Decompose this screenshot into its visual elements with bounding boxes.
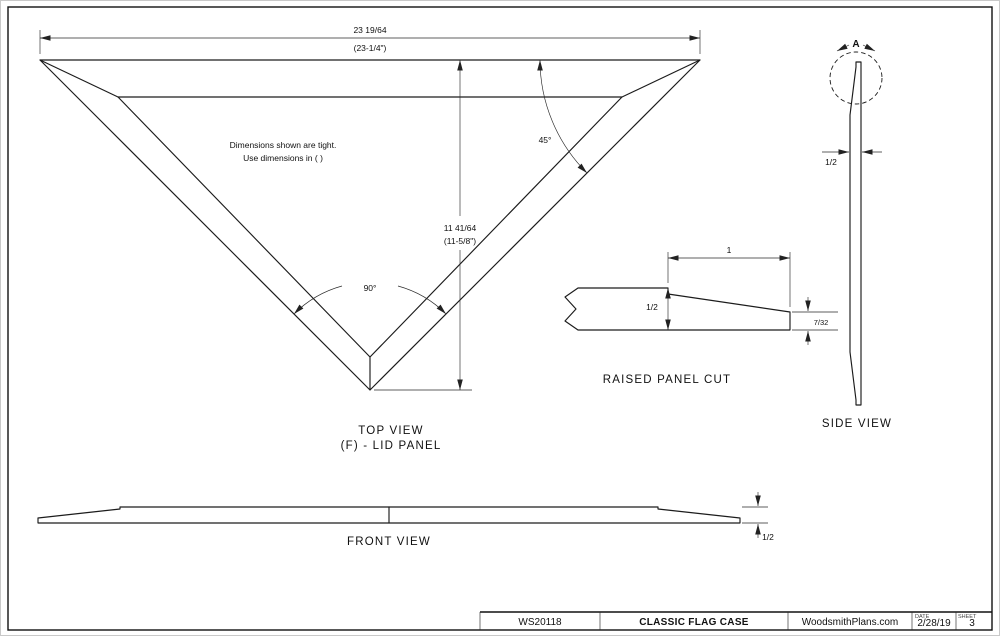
front-profile (37, 506, 741, 524)
doc-number: WS20118 (518, 617, 562, 628)
height-dimension: 11 41/64 (444, 223, 477, 233)
front-view-label: FRONT VIEW (347, 536, 431, 548)
note-line2: Use dimensions in ( ) (243, 153, 323, 163)
top-view-sublabel: (F) - LID PANEL (341, 440, 442, 452)
front-thickness-dimension: 1/2 (762, 532, 774, 542)
angle-45-arc (537, 59, 588, 174)
width-dimension-alt: (23-1/4") (354, 43, 387, 53)
top-view: 23 19/64 (23-1/4") 11 41/64 (11-5/8") 45… (39, 25, 701, 452)
side-profile (849, 61, 862, 406)
detail-a-arrow-right (862, 43, 876, 52)
raised-panel-cut-label: RAISED PANEL CUT (603, 374, 731, 386)
date-label: DATE (915, 614, 930, 620)
angle-45-label: 45° (539, 135, 552, 145)
raised-panel-cut-detail: 1 1/2 7/32 RAISED PANEL CUT (564, 245, 838, 386)
detail-a-label: A (852, 39, 859, 50)
side-thickness-dimension: 1/2 (825, 157, 837, 167)
website: WoodsmithPlans.com (802, 617, 899, 628)
detail-a-circle (829, 51, 883, 105)
tip-extension-lines (792, 311, 838, 331)
title-block: WS20118 CLASSIC FLAG CASE WoodsmithPlans… (479, 611, 992, 630)
drawing-title: CLASSIC FLAG CASE (639, 617, 749, 628)
angle-90-label: 90° (364, 283, 377, 293)
detail-a-arrow-left (836, 43, 850, 52)
angle-90-arc-left (293, 285, 343, 315)
width-dimension: 23 19/64 (353, 25, 386, 35)
panel-cut-extension-lines (667, 252, 791, 307)
top-view-label: TOP VIEW (358, 425, 423, 437)
title-block-dividers (479, 612, 957, 630)
panel-thickness-dimension: 1/2 (646, 302, 658, 312)
sheet-number: 3 (969, 618, 975, 629)
side-view-label: SIDE VIEW (822, 418, 892, 430)
lid-panel-bevel-line (117, 96, 623, 358)
width-extension-lines (39, 30, 701, 54)
lid-panel-outline (39, 59, 701, 391)
front-extension-lines (742, 506, 768, 524)
date-value: 2/28/19 (917, 618, 951, 629)
angle-90-arc-right (397, 285, 447, 315)
height-dimension-alt: (11-5/8") (444, 236, 476, 246)
panel-cut-width-dimension: 1 (727, 245, 732, 255)
front-view: 1/2 FRONT VIEW (37, 492, 774, 548)
sheet-label: SHEET (958, 614, 977, 620)
sheet-border (7, 6, 993, 631)
bevel-miter-lines (39, 59, 701, 391)
tip-dimension: 7/32 (814, 318, 829, 327)
side-view: A 1/2 SIDE VIEW (822, 39, 892, 430)
note-line1: Dimensions shown are tight. (230, 140, 337, 150)
raised-panel-profile (564, 287, 791, 331)
